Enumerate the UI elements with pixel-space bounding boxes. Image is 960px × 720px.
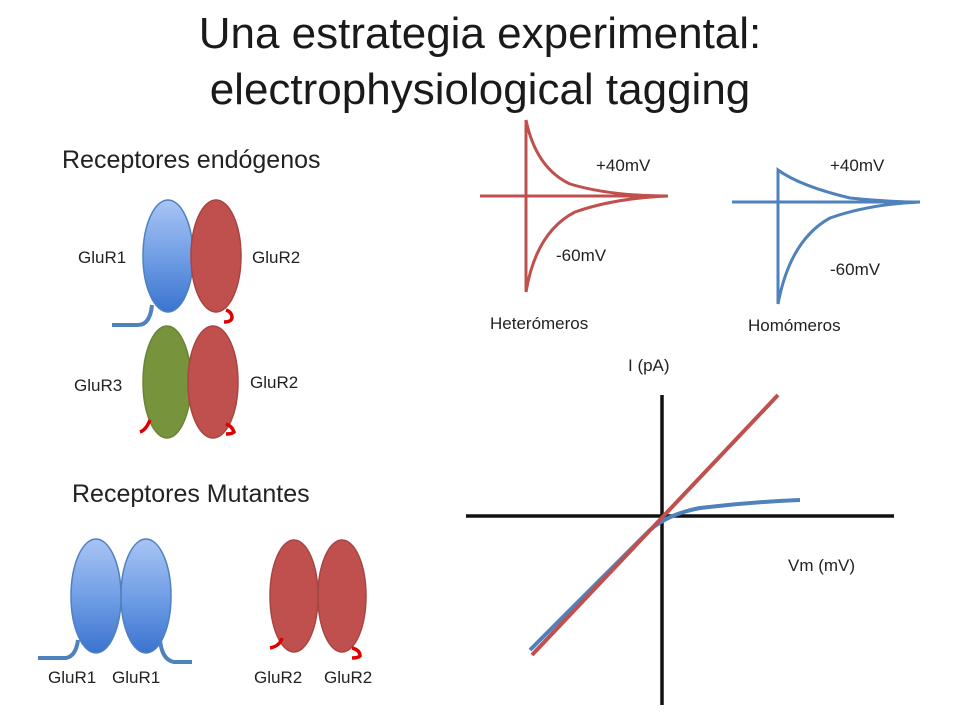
hetero-neg-voltage: -60mV — [556, 246, 607, 265]
slide-title: Una estrategia experimental: electrophys… — [0, 6, 960, 118]
title-line-1: Una estrategia experimental: — [198, 9, 762, 58]
inward-current-trace — [524, 194, 669, 293]
receptor-pair-glur1-glur2 — [112, 199, 242, 327]
homo-neg-voltage: -60mV — [830, 260, 881, 279]
label-mutant-glur1-a: GluR1 — [48, 668, 97, 687]
mutant-pair-glur2-glur2 — [269, 539, 367, 660]
hetero-pos-voltage: +40mV — [596, 156, 651, 175]
editing-tag-icon — [139, 419, 152, 434]
outward-current-trace — [776, 167, 921, 204]
homomer-traces — [732, 167, 921, 305]
label-mutant-glur2-a: GluR2 — [254, 668, 303, 687]
glur1-subunit — [120, 538, 172, 654]
homo-pos-voltage: +40mV — [830, 156, 885, 175]
outward-current-trace — [524, 119, 669, 198]
glur2-subunit — [187, 325, 239, 439]
editing-tag-icon — [225, 422, 237, 436]
heteromer-label: Heterómeros — [490, 314, 589, 333]
label-mutant-glur1-b: GluR1 — [112, 668, 161, 687]
glur1-subunit — [142, 199, 194, 313]
label-glur3: GluR3 — [74, 376, 123, 395]
mutant-receptors-heading: Receptores Mutantes — [72, 480, 310, 508]
glur2-subunit — [317, 539, 367, 653]
homomer-iv-curve — [528, 498, 801, 652]
iv-plot — [466, 393, 894, 705]
membrane-tail — [158, 639, 192, 664]
glur2-subunit — [190, 199, 242, 313]
editing-tag-icon — [269, 637, 284, 650]
mutant-pair-glur1-glur1 — [38, 538, 192, 664]
inward-current-trace — [776, 200, 921, 305]
receptor-pair-glur3-glur2 — [139, 325, 239, 439]
homomer-label: Homómeros — [748, 316, 841, 335]
label-glur2: GluR2 — [250, 373, 299, 392]
glur1-subunit — [70, 538, 122, 654]
title-line-2: electrophysiological tagging — [209, 65, 751, 114]
label-glur1: GluR1 — [78, 248, 127, 267]
iv-y-axis-label: I (pA) — [628, 356, 670, 375]
iv-x-axis-label: Vm (mV) — [788, 556, 856, 575]
label-glur2: GluR2 — [252, 248, 301, 267]
endogenous-receptors-heading: Receptores endógenos — [62, 146, 321, 174]
membrane-tail — [112, 304, 154, 327]
label-mutant-glur2-b: GluR2 — [324, 668, 373, 687]
membrane-tail — [38, 639, 80, 660]
heteromer-iv-line — [530, 393, 780, 657]
editing-tag-icon — [351, 646, 362, 660]
editing-tag-icon — [223, 308, 234, 324]
glur2-subunit — [269, 539, 319, 653]
heteromer-traces — [480, 119, 669, 293]
